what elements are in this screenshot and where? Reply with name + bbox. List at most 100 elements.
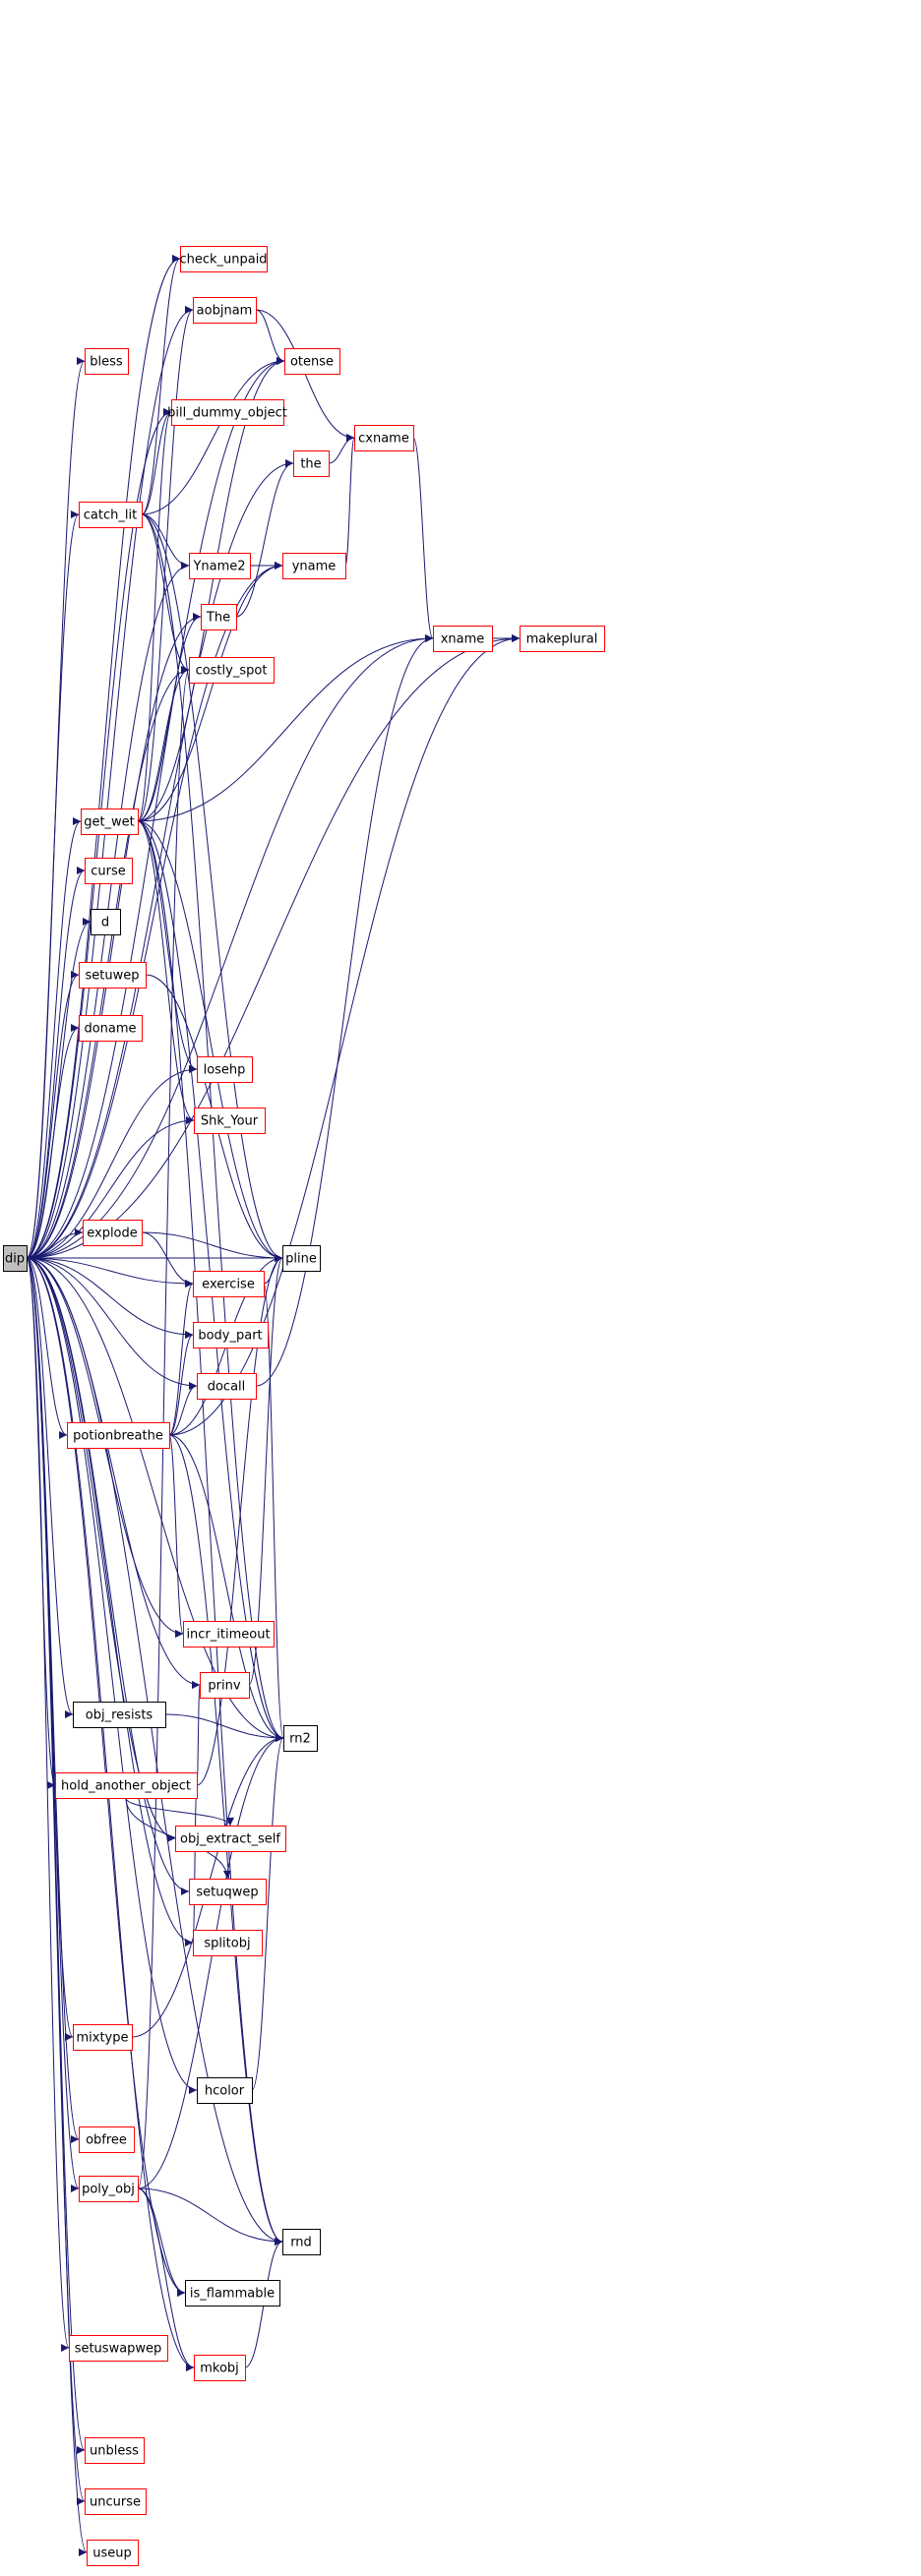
node-box-unbless: [85, 2437, 145, 2464]
node-label-check_unpaid: check_unpaid: [179, 253, 267, 268]
edge-dip-to-obj_extract_self: [26, 1257, 176, 1842]
node-label-yname: yname: [292, 560, 337, 574]
edge-dip-to-mkobj: [26, 1257, 195, 2371]
edge-dip-to-losehp: [26, 1065, 198, 1259]
node-label-explode: explode: [87, 1227, 138, 1241]
node-Shk_Your[interactable]: Shk_Your: [194, 1108, 266, 1134]
node-label-dip: dip: [5, 1252, 25, 1267]
node-splitobj[interactable]: splitobj: [193, 1930, 263, 1956]
edge-get_wet-to-The: [137, 613, 202, 822]
edge-dip-to-Shk_Your: [26, 1116, 195, 1259]
node-is_flammable[interactable]: is_flammable: [185, 2280, 280, 2306]
node-box-bill_dummy_object: [171, 399, 284, 426]
node-curse[interactable]: curse: [85, 858, 133, 884]
node-incr_itimeout[interactable]: incr_itimeout: [183, 1621, 275, 1647]
node-yname[interactable]: yname: [282, 553, 346, 579]
node-mkobj[interactable]: mkobj: [194, 2355, 246, 2381]
edge-catch_lit-to-pline: [141, 513, 283, 1262]
node-box-otense: [284, 348, 340, 375]
node-label-body_part: body_part: [198, 1329, 262, 1344]
node-rnd[interactable]: rnd: [282, 2229, 321, 2255]
node-label-mkobj: mkobj: [200, 2362, 239, 2376]
edge-dip-to-splitobj: [26, 1257, 194, 1947]
node-obfree[interactable]: obfree: [79, 2127, 135, 2153]
node-label-bill_dummy_object: bill_dummy_object: [167, 406, 287, 421]
node-label-xname: xname: [441, 632, 485, 647]
edge-yname-to-cxname: [344, 434, 355, 567]
node-useup[interactable]: useup: [87, 2540, 139, 2566]
node-label-rn2: rn2: [289, 1732, 311, 1747]
node-setuwep[interactable]: setuwep: [79, 962, 147, 988]
node-label-doname: doname: [84, 1022, 136, 1037]
node-doname[interactable]: doname: [79, 1015, 143, 1042]
node-hold_another_object[interactable]: hold_another_object: [55, 1772, 198, 1799]
node-obj_resists[interactable]: obj_resists: [73, 1702, 166, 1728]
node-label-aobjnam: aobjnam: [197, 304, 253, 319]
node-label-prinv: prinv: [208, 1679, 240, 1694]
edge-dip-to-poly_obj: [26, 1257, 80, 2192]
node-setuswapwep[interactable]: setuswapwep: [69, 2335, 168, 2362]
node-label-otense: otense: [290, 355, 334, 370]
node-label-obj_resists: obj_resists: [86, 1708, 154, 1723]
edge-potionbreathe-to-rn2: [168, 1434, 284, 1742]
node-explode[interactable]: explode: [83, 1220, 143, 1246]
node-bless[interactable]: bless: [85, 348, 129, 375]
edge-dip-to-obj_resists: [26, 1257, 74, 1718]
node-exercise[interactable]: exercise: [193, 1271, 265, 1297]
node-box-get_wet: [81, 809, 139, 835]
node-hcolor[interactable]: hcolor: [197, 2077, 253, 2104]
node-mixtype[interactable]: mixtype: [73, 2024, 133, 2051]
node-box-potionbreathe: [67, 1422, 170, 1449]
edge-dip-to-hcolor: [26, 1257, 198, 2094]
node-rn2[interactable]: rn2: [283, 1725, 318, 1752]
node-check_unpaid[interactable]: check_unpaid: [179, 246, 268, 272]
node-box-the: [293, 450, 330, 477]
node-setuqwep[interactable]: setuqwep: [189, 1879, 267, 1905]
node-d[interactable]: d: [91, 909, 121, 935]
node-makeplural[interactable]: makeplural: [520, 626, 605, 652]
node-label-obj_extract_self: obj_extract_self: [180, 1832, 280, 1847]
node-uncurse[interactable]: uncurse: [85, 2488, 147, 2515]
edge-poly_obj-to-rn2: [137, 1734, 284, 2189]
node-body_part[interactable]: body_part: [193, 1322, 269, 1348]
node-cxname[interactable]: cxname: [354, 425, 414, 451]
node-potionbreathe[interactable]: potionbreathe: [67, 1422, 170, 1449]
node-unbless[interactable]: unbless: [85, 2437, 145, 2464]
edge-exercise-to-rn2: [263, 1283, 284, 1742]
node-box-doname: [79, 1015, 143, 1042]
node-label-losehp: losehp: [204, 1063, 246, 1078]
edge-get_wet-to-Shk_Your: [137, 820, 195, 1124]
edge-dip-to-rnd: [26, 1257, 283, 2246]
node-pline[interactable]: pline: [282, 1245, 321, 1272]
node-costly_spot[interactable]: costly_spot: [189, 657, 275, 684]
node-obj_extract_self[interactable]: obj_extract_self: [175, 1826, 286, 1852]
edge-catch_lit-to-Yname2: [141, 513, 190, 569]
node-bill_dummy_object[interactable]: bill_dummy_object: [167, 399, 287, 426]
node-the[interactable]: the: [293, 450, 330, 477]
node-label-hold_another_object: hold_another_object: [61, 1779, 191, 1794]
node-poly_obj[interactable]: poly_obj: [79, 2176, 139, 2202]
node-aobjnam[interactable]: aobjnam: [193, 297, 257, 324]
node-The[interactable]: The: [201, 604, 237, 630]
edge-dip-to-potionbreathe: [26, 1257, 68, 1439]
node-box-splitobj: [193, 1930, 263, 1956]
edge-obj_resists-to-rn2: [164, 1713, 284, 1742]
node-box-obj_resists: [73, 1702, 166, 1728]
node-Yname2[interactable]: Yname2: [189, 553, 251, 579]
node-docall[interactable]: docall: [197, 1373, 257, 1400]
node-label-potionbreathe: potionbreathe: [73, 1429, 163, 1444]
node-prinv[interactable]: prinv: [200, 1672, 250, 1699]
edge-dip-to-aobjnam: [26, 306, 194, 1259]
edge-dip-to-explode: [26, 1228, 84, 1259]
node-label-cxname: cxname: [358, 432, 409, 447]
node-label-setuqwep: setuqwep: [196, 1886, 258, 1900]
node-xname[interactable]: xname: [433, 626, 493, 652]
edge-aobjnam-to-otense: [255, 309, 285, 365]
node-box-rn2: [283, 1725, 318, 1752]
node-losehp[interactable]: losehp: [197, 1056, 253, 1083]
node-box-pline: [282, 1245, 321, 1272]
node-catch_lit[interactable]: catch_lit: [79, 502, 143, 528]
edge-get_wet-to-otense: [137, 357, 285, 822]
node-otense[interactable]: otense: [284, 348, 340, 375]
node-get_wet[interactable]: get_wet: [81, 809, 139, 835]
